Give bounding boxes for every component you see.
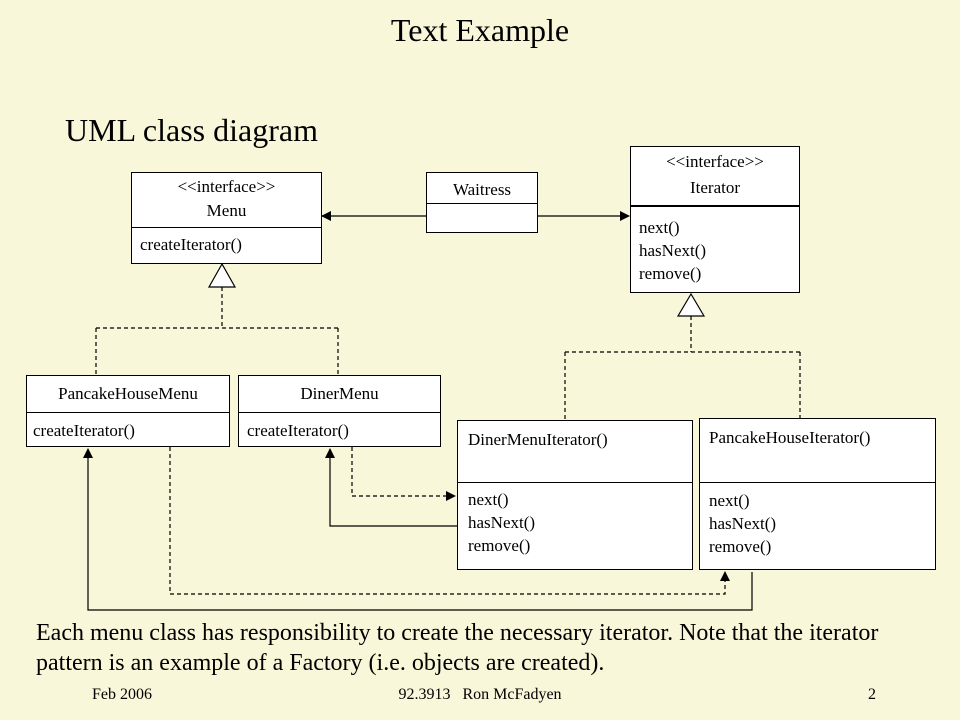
pancake-house-iterator-name: PancakeHouseIterator() <box>709 428 871 447</box>
diner-menu-class: DinerMenu createIterator() <box>238 375 441 447</box>
dinermenu-creates-iterator <box>351 447 456 501</box>
footer-date: Feb 2006 <box>92 686 152 703</box>
diner-menu-iterator-op-remove: remove() <box>468 536 531 555</box>
dinermenuiterator-to-dinermenu <box>325 448 457 527</box>
diner-menu-name: DinerMenu <box>300 384 379 403</box>
pancake-house-menu-name: PancakeHouseMenu <box>58 384 198 403</box>
diner-menu-iterator-op-next: next() <box>468 490 509 509</box>
pancakehousemenu-creates-iterator <box>169 447 730 595</box>
footer-page-number: 2 <box>868 686 876 703</box>
diagram-subtitle: UML class diagram <box>65 112 318 148</box>
diner-menu-iterator-class: DinerMenuIterator() next() hasNext() rem… <box>457 420 693 570</box>
iterator-op-next: next() <box>639 218 680 237</box>
menu-op-create-iterator: createIterator() <box>140 235 242 254</box>
iterator-stereotype: <<interface>> <box>666 152 764 171</box>
pancake-house-iterator-class: PancakeHouseIterator() next() hasNext() … <box>699 418 936 570</box>
menu-interface-class: <<interface>> Menu createIterator() <box>131 172 322 264</box>
iterator-op-remove: remove() <box>639 264 702 283</box>
pancake-house-iterator-op-remove: remove() <box>709 537 772 556</box>
pancake-house-iterator-op-hasnext: hasNext() <box>709 514 777 533</box>
pancakehouseiterator-to-pancakehousemenu <box>83 448 753 611</box>
waitress-class: Waitress <box>426 172 538 233</box>
pancake-house-menu-op-create-iterator: createIterator() <box>33 421 135 440</box>
iterator-realization-triangle <box>676 292 706 317</box>
waitress-class-name: Waitress <box>452 180 512 199</box>
slide-caption: Each menu class has responsibility to cr… <box>36 620 879 676</box>
pancake-house-menu-class: PancakeHouseMenu createIterator() <box>26 375 230 447</box>
menu-class-name: Menu <box>206 201 247 220</box>
footer-course-author: 92.3913 Ron McFadyen <box>398 686 562 703</box>
menu-realization-triangle <box>207 262 237 288</box>
iterator-realization-dashes <box>564 316 801 420</box>
iterator-interface-class: <<interface>> Iterator next() hasNext() … <box>630 146 800 293</box>
iterator-op-hasnext: hasNext() <box>639 241 707 260</box>
menu-realization-dashes <box>95 287 339 375</box>
iterator-class-name: Iterator <box>689 178 741 197</box>
diner-menu-op-create-iterator: createIterator() <box>247 421 349 440</box>
diner-menu-iterator-op-hasnext: hasNext() <box>468 513 536 532</box>
pancake-house-iterator-op-next: next() <box>709 491 750 510</box>
diner-menu-iterator-name: DinerMenuIterator() <box>468 430 608 449</box>
slide-title: Text Example <box>390 12 570 48</box>
menu-stereotype: <<interface>> <box>177 177 276 196</box>
